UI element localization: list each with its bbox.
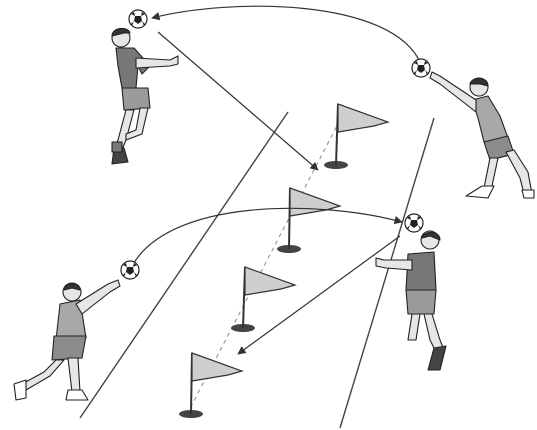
flag-3: [231, 267, 295, 332]
flag-1: [324, 104, 388, 169]
ball-top-right: [412, 59, 430, 77]
top-header-arrow: [158, 32, 318, 170]
ball-bottom-left: [121, 261, 139, 279]
player-top-left: [112, 28, 178, 164]
bottom-throw-arc: [132, 208, 402, 266]
bottom-header-arrow: [238, 236, 400, 354]
top-throw-arc: [152, 6, 420, 62]
left-boundary-line: [80, 112, 288, 418]
flag-2: [277, 188, 340, 253]
player-bottom-right: [376, 231, 446, 370]
player-top-right: [430, 72, 534, 198]
flag-4: [179, 353, 242, 418]
ball-top-left: [129, 10, 147, 28]
ball-bottom-right: [405, 214, 423, 232]
